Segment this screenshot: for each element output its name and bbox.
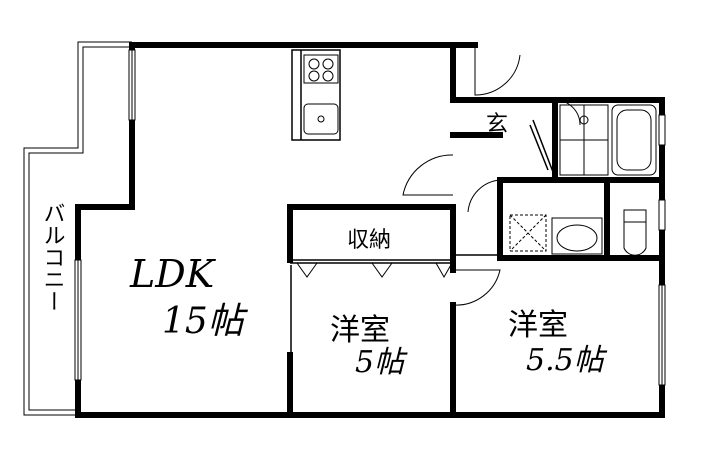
washing-machine-icon (509, 214, 547, 252)
closet-doors (296, 262, 453, 279)
western-room-1-size-label: 5帖 (355, 345, 408, 380)
washbasin-icon (551, 217, 603, 255)
storage-label: 収納 (347, 228, 391, 253)
ldk-size-label: 15帖 (162, 301, 249, 342)
toilet-icon (623, 209, 647, 256)
balcony-label: バルコニー (40, 202, 65, 312)
western-room-1-label: 洋室 (330, 313, 390, 348)
bathtub-icon (611, 104, 657, 176)
ldk-label: LDK (129, 252, 217, 296)
shower-icon (559, 104, 609, 176)
door-swing-icon (402, 45, 581, 306)
western-room-2-size-label: 5.5帖 (526, 343, 608, 378)
western-room-2-label: 洋室 (508, 308, 568, 343)
kitchen-sink-icon (303, 103, 339, 135)
stove-icon (303, 54, 339, 84)
entrance-label: 玄 (486, 112, 508, 137)
thin-lines (290, 49, 554, 355)
windows (74, 49, 666, 386)
balcony-outline (23, 41, 132, 416)
